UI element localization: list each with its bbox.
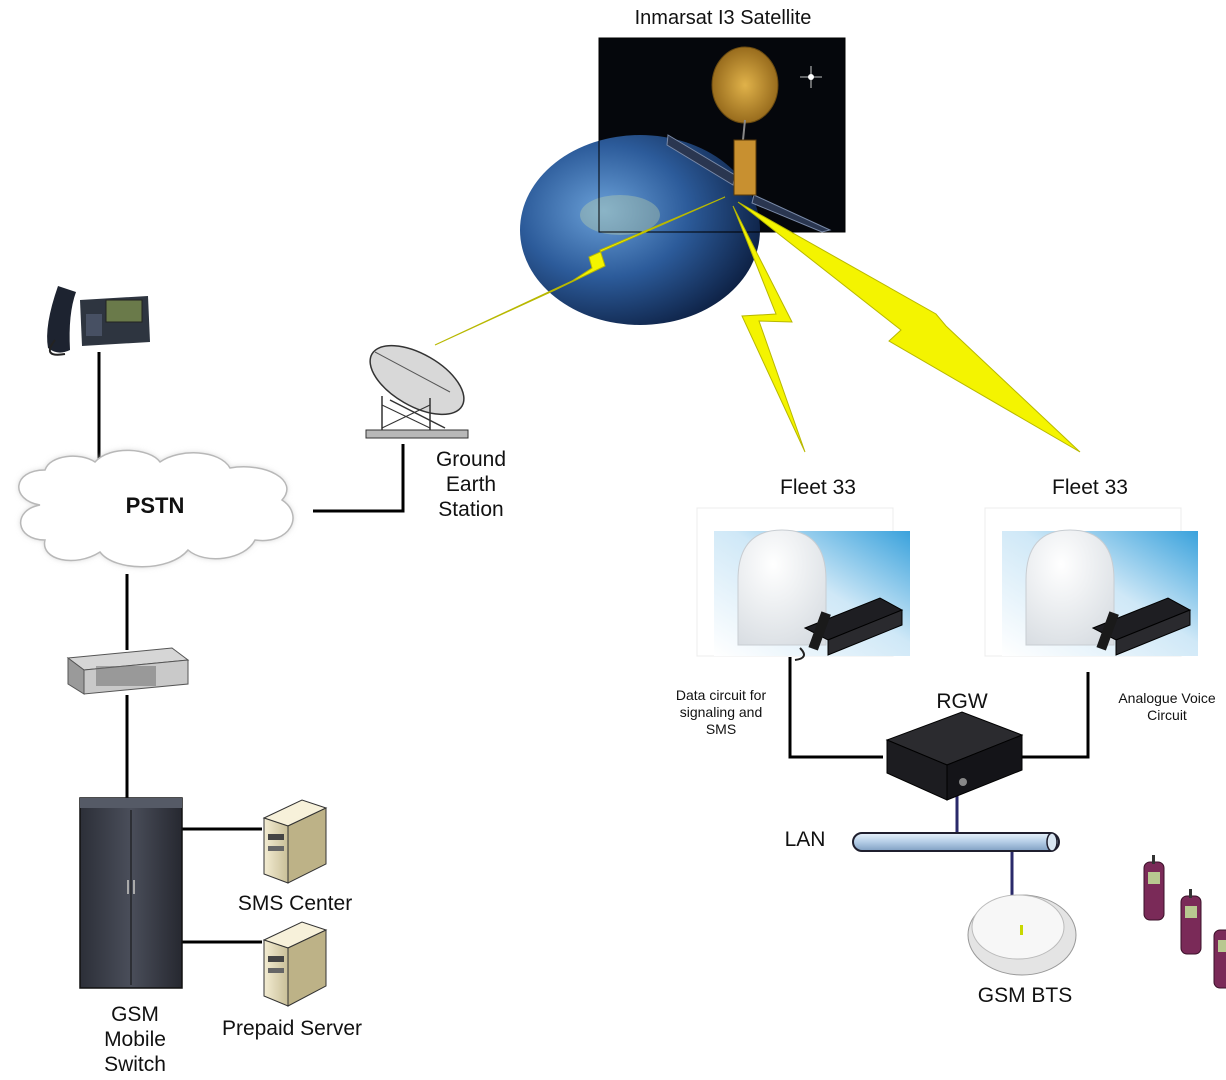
analogue-voice-line-1: Analogue Voice bbox=[1118, 690, 1216, 706]
data-circuit-label: Data circuit for signaling and SMS bbox=[658, 687, 784, 737]
mobile-phone-icon bbox=[1213, 929, 1226, 989]
ground-station-label: Ground Earth Station bbox=[421, 447, 521, 523]
lightning-to-fleet-left bbox=[732, 205, 806, 453]
gsm-switch-line-3: Switch bbox=[104, 1053, 166, 1077]
satellite-image bbox=[520, 37, 846, 325]
satellite-dish-icon bbox=[365, 344, 469, 439]
mobile-phone-icon bbox=[1180, 889, 1202, 955]
lan-label: LAN bbox=[784, 828, 826, 851]
analogue-voice-label: Analogue Voice Circuit bbox=[1108, 690, 1226, 724]
ground-station-line-3: Station bbox=[438, 498, 504, 522]
cloud-icon bbox=[18, 449, 294, 568]
ground-station-line-2: Earth bbox=[445, 473, 497, 497]
lightning-to-ground-station bbox=[434, 196, 726, 346]
data-circuit-line-3: SMS bbox=[705, 720, 737, 737]
gsm-switch-line-1: GSM bbox=[111, 1003, 159, 1026]
gsm-switch-line-2: Mobile bbox=[104, 1028, 166, 1052]
fleet-terminal-icon bbox=[984, 507, 1198, 657]
server-tower-icon bbox=[262, 799, 328, 884]
switch-cabinet-icon bbox=[79, 797, 183, 989]
rgw-label: RGW bbox=[936, 690, 988, 713]
lightning-to-fleet-right bbox=[737, 201, 1081, 453]
router-box-icon bbox=[885, 711, 1024, 801]
gsm-switch-label: GSM Mobile Switch bbox=[80, 1002, 190, 1078]
ground-station-line-1: Ground bbox=[435, 448, 507, 471]
prepaid-server-label: Prepaid Server bbox=[221, 1017, 363, 1040]
lan-pipe bbox=[852, 832, 1060, 852]
satellite-label: Inmarsat I3 Satellite bbox=[634, 7, 812, 29]
mobile-phone-icon bbox=[1143, 855, 1165, 921]
blue-links bbox=[955, 793, 1014, 898]
data-circuit-line-1: Data circuit for bbox=[675, 687, 767, 703]
bts-dome-icon bbox=[967, 894, 1077, 976]
fleet-left-label: Fleet 33 bbox=[780, 476, 856, 499]
desk-phone-icon bbox=[47, 286, 150, 356]
lightning-links bbox=[434, 196, 1081, 453]
wires bbox=[97, 352, 1090, 944]
gsm-bts-label: GSM BTS bbox=[977, 984, 1073, 1007]
fleet-right-label: Fleet 33 bbox=[1052, 476, 1128, 499]
analogue-voice-line-2: Circuit bbox=[1147, 706, 1187, 723]
fleet-terminal-icon bbox=[696, 507, 910, 661]
rack-device-icon bbox=[66, 647, 190, 695]
pstn-label: PSTN bbox=[125, 493, 185, 518]
data-circuit-line-2: signaling and bbox=[679, 703, 763, 720]
sms-center-label: SMS Center bbox=[237, 892, 353, 915]
server-tower-icon bbox=[262, 921, 328, 1007]
